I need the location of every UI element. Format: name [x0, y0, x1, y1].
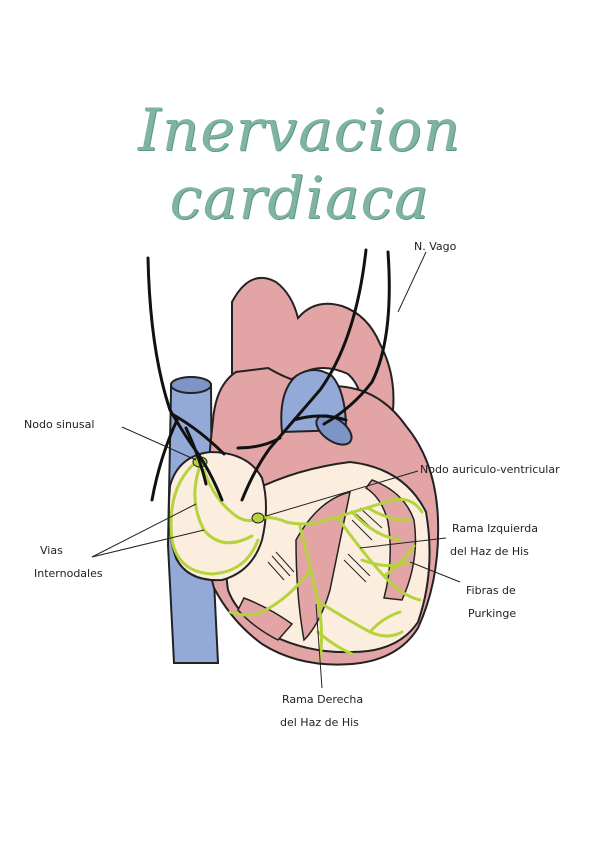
label-internodal-line2: Internodales [34, 567, 103, 580]
atrium-chamber [167, 450, 267, 582]
label-sinus-node: Nodo sinusal [24, 418, 94, 431]
label-purkinje-line1: Fibras de [466, 584, 516, 597]
label-right-branch-line2: del Haz de His [280, 716, 359, 729]
conduction-system [169, 460, 424, 662]
label-av-node: Nodo auriculo-ventricular [420, 463, 560, 476]
vena-cava-opening [170, 376, 212, 394]
label-vagus: N. Vago [414, 240, 457, 253]
av-node [251, 512, 265, 524]
label-internodal-line1: Vias [40, 544, 63, 557]
label-purkinje-line2: Purkinge [468, 607, 516, 620]
vagus-nerves [146, 248, 391, 502]
vagus-branch-4 [292, 414, 348, 422]
left-branch-fiber-2 [366, 506, 412, 522]
label-left-branch-line2: del Haz de His [450, 545, 529, 558]
internodal-pathway-inner [202, 468, 260, 523]
right-ventricle-wall [237, 597, 294, 641]
left-bundle-branch [318, 497, 424, 524]
right-branch-fiber-3 [316, 630, 354, 656]
left-vagus-nerve [146, 256, 224, 502]
right-branch-fiber-1 [228, 568, 312, 617]
label-left-branch-line1: Rama Izquierda [452, 522, 538, 535]
leader-lines [91, 251, 461, 689]
purkinje-fiber-2 [368, 610, 402, 634]
left-ventricle-wall [364, 479, 417, 601]
left-branch-fiber-1 [350, 510, 402, 542]
internodal-pathway-outer [169, 460, 260, 576]
septum [295, 490, 351, 642]
page-title: Inervacion cardiaca [138, 96, 461, 232]
label-right-branch-line1: Rama Derecha [282, 693, 363, 706]
purkinje-fiber-1 [382, 544, 416, 578]
bundle-of-his [256, 516, 322, 526]
vagus-branch-3 [150, 416, 180, 502]
right-vagus-nerve [240, 248, 368, 502]
vagus-branch-5 [236, 436, 282, 450]
vagus-branch-2 [184, 426, 208, 486]
left-branch-fiber-4 [360, 558, 412, 567]
vagus-branch-6 [322, 250, 391, 426]
